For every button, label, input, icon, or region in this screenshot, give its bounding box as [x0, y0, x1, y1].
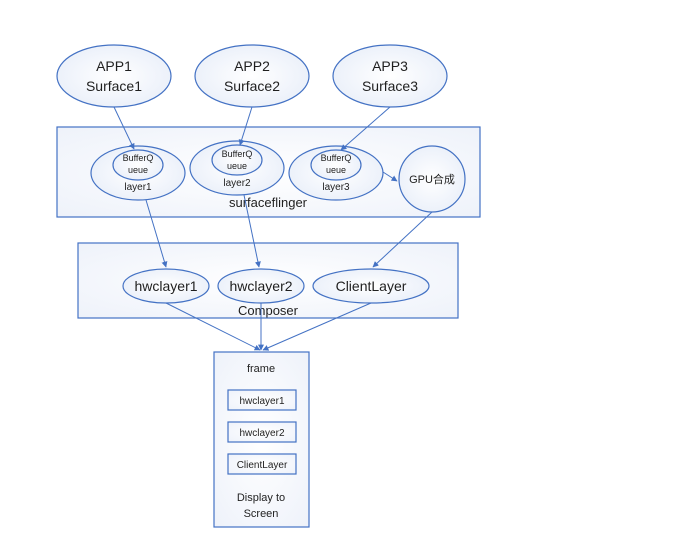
frame-item-hwclayer1 [227, 389, 297, 411]
layer2-label: layer2 [223, 178, 251, 189]
layer1-bufferqueue [112, 149, 164, 181]
frame-item-hwclayer1-label: hwclayer1 [239, 396, 284, 407]
arrow-app1-to-layer1 [113, 106, 135, 150]
surfaceflinger-label: surfaceflinger [229, 195, 308, 210]
layer3-node: BufferQ ueue layer3 [288, 145, 384, 201]
layer2-node: BufferQ ueue layer2 [189, 140, 285, 196]
arrow-layer2-to-hwclayer2 [243, 194, 261, 268]
app3-title: APP3 [372, 58, 408, 74]
layer2-queue-line1: BufferQ [222, 149, 253, 159]
composer-label: Composer [238, 303, 299, 318]
gpu-label: GPU合成 [409, 172, 455, 186]
app1-surface: Surface1 [86, 78, 142, 94]
frame-item-hwclayer2-label: hwclayer2 [239, 428, 284, 439]
app1-title: APP1 [96, 58, 132, 74]
arrow-hwclayer1-to-frame [165, 302, 261, 351]
layer1-node: BufferQ ueue layer1 [90, 145, 186, 201]
frame-item-hwclayer2 [227, 421, 297, 443]
layer3-bufferqueue [310, 149, 362, 181]
gpu-composition-node: GPU合成 [398, 145, 466, 213]
layer1-queue-line2: ueue [128, 165, 148, 175]
composer-hwclayer2-node: hwclayer2 [217, 268, 305, 304]
app3-node: APP3 Surface3 [332, 44, 448, 108]
arrow-app3-to-layer3 [340, 106, 391, 151]
composer-clientlayer-node: ClientLayer [312, 268, 430, 304]
frame-item-clientlayer-label: ClientLayer [237, 460, 288, 471]
connectors [113, 106, 433, 351]
arrow-clientlayer-to-frame [262, 302, 372, 351]
composer-clientlayer-label: ClientLayer [336, 278, 407, 294]
layer3-queue-line2: ueue [326, 165, 346, 175]
composer-hwclayer1-node: hwclayer1 [122, 268, 210, 304]
layer1-label: layer1 [124, 182, 152, 193]
layer3-queue-line1: BufferQ [321, 153, 352, 163]
frame-item-clientlayer [227, 453, 297, 475]
composer-hwclayer2-label: hwclayer2 [229, 278, 292, 294]
layer3-label: layer3 [322, 182, 350, 193]
frame-footer-line1: Display to [237, 492, 285, 504]
app2-node: APP2 Surface2 [194, 44, 310, 108]
app2-surface: Surface2 [224, 78, 280, 94]
frame-container: frame hwclayer1 hwclayer2 ClientLayer Di… [213, 351, 310, 528]
layer2-bufferqueue [211, 144, 263, 176]
arrow-gpu-to-clientlayer [372, 211, 433, 268]
arrow-layer3-to-gpu [382, 171, 398, 182]
layer1-queue-line1: BufferQ [123, 153, 154, 163]
frame-footer-line2: Screen [244, 508, 279, 520]
arrow-layer1-to-hwclayer1 [145, 199, 168, 268]
composer-hwclayer1-label: hwclayer1 [134, 278, 197, 294]
app3-surface: Surface3 [362, 78, 418, 94]
frame-title: frame [247, 363, 275, 375]
arrow-app2-to-layer2 [238, 106, 253, 146]
app2-title: APP2 [234, 58, 270, 74]
layer2-queue-line2: ueue [227, 161, 247, 171]
app1-node: APP1 Surface1 [56, 44, 172, 108]
